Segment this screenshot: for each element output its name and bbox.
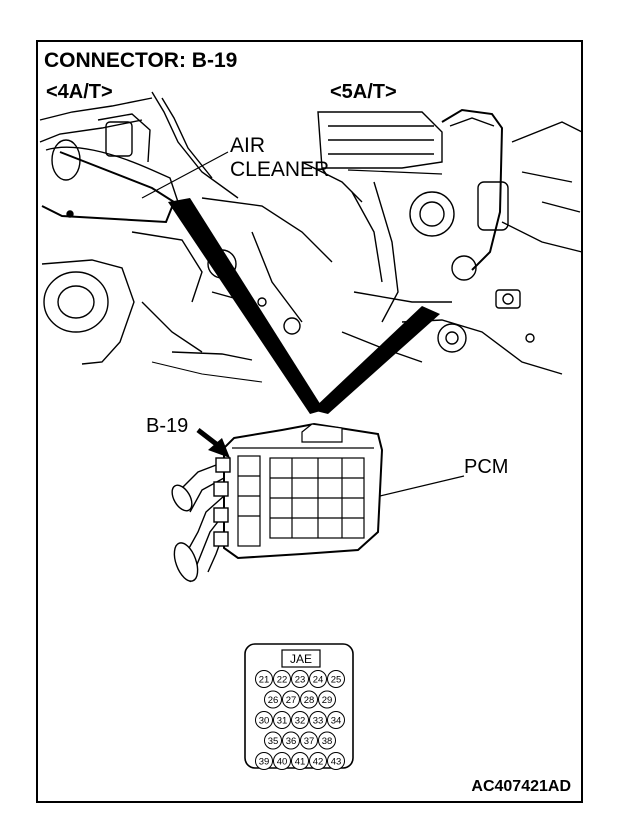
pcm-module (171, 422, 384, 583)
connector-pin-number: 32 (295, 716, 306, 727)
connector-callout-label: B-19 (146, 415, 189, 437)
callout-wedge-5at (312, 306, 440, 414)
connector-pin: 28 (300, 690, 318, 709)
connector-pin-number: 27 (286, 695, 297, 706)
connector-pin-circle (318, 731, 336, 750)
pcm-leader (379, 475, 465, 497)
connector-pin-number: 35 (268, 736, 279, 747)
connector-pin: 40 (273, 752, 291, 770)
connector-pin-circle (309, 670, 327, 688)
connector-pin-number: 34 (331, 716, 342, 727)
connector-pin: 37 (300, 731, 318, 750)
connector-pin-number: 24 (313, 675, 324, 686)
connector-pin: 30 (255, 711, 273, 729)
connector-pin-number: 26 (268, 695, 279, 706)
connector-pin-number: 30 (259, 716, 270, 727)
connector-pin-circle (255, 752, 273, 770)
engine-bay-illustration: JAE 21 22 23 24 25 26 27 28 29 30 31 32 33 34 35 36 37 38… (39, 91, 583, 770)
connector-pin-circle (327, 711, 345, 729)
connector-pin-circle (264, 690, 282, 709)
connector-pin-number: 39 (259, 757, 270, 768)
connector-pin-number: 41 (295, 757, 306, 768)
variant-label-5at: <5A/T> (330, 81, 397, 103)
connector-pin-circle (273, 670, 291, 688)
connector-pin-circle (255, 670, 273, 688)
air-cleaner-label-line2: CLEANER (230, 158, 330, 181)
connector-pin: 29 (318, 690, 336, 709)
connector-pin: 33 (309, 711, 327, 729)
page-title: CONNECTOR: B-19 (44, 49, 238, 72)
callout-wedge-4at (168, 198, 324, 414)
diagram-frame: JAE 21 22 23 24 25 26 27 28 29 30 31 32 33 34 35 36 37 38… (36, 40, 583, 803)
connector-pin-number: 42 (313, 757, 324, 768)
connector-pin: 36 (282, 731, 300, 750)
connector-pin-number: 37 (304, 736, 315, 747)
connector-pin-number: 25 (331, 675, 342, 686)
connector-pin-number: 43 (331, 757, 342, 768)
connector-pin-number: 28 (304, 695, 315, 706)
connector-pin-circle (318, 690, 336, 709)
connector-pin: 26 (264, 690, 282, 709)
connector-pin-circle (282, 731, 300, 750)
b19-arrow (196, 428, 230, 458)
connector-maker-label: JAE (290, 652, 312, 666)
connector-pin-circle (273, 711, 291, 729)
connector-pin-circle (273, 752, 291, 770)
connector-pin-grid: 21 22 23 24 25 26 27 28 29 30 31 32 33 34 35 36 37 38 39 40… (255, 670, 345, 770)
figure-code: AC407421AD (471, 778, 571, 795)
connector-pin: 27 (282, 690, 300, 709)
connector-pin-number: 36 (286, 736, 297, 747)
pcm-label: PCM (464, 456, 509, 478)
connector-pin: 21 (255, 670, 273, 688)
connector-pin: 24 (309, 670, 327, 688)
connector-pin-number: 40 (277, 757, 288, 768)
connector-pin-circle (291, 752, 309, 770)
connector-pin-circle (309, 711, 327, 729)
connector-pin-circle (291, 670, 309, 688)
connector-face-diagram: JAE 21 22 23 24 25 26 27 28 29 30 31 32 33 34 35 36 37 38… (244, 643, 354, 770)
connector-pin-circle (300, 690, 318, 709)
connector-pin-number: 29 (322, 695, 333, 706)
connector-pin-number: 31 (277, 716, 288, 727)
connector-pin-number: 22 (277, 675, 288, 686)
connector-pin: 22 (273, 670, 291, 688)
connector-pin: 41 (291, 752, 309, 770)
connector-pin: 35 (264, 731, 282, 750)
connector-pin: 25 (327, 670, 345, 688)
air-cleaner-leaders (141, 151, 443, 199)
connector-pin-circle (327, 752, 345, 770)
connector-pin-circle (264, 731, 282, 750)
connector-pin-circle (309, 752, 327, 770)
variant-label-4at: <4A/T> (46, 81, 113, 103)
connector-pin-number: 21 (259, 675, 270, 686)
connector-pin-circle (291, 711, 309, 729)
connector-pin-number: 33 (313, 716, 324, 727)
connector-pin-circle (282, 690, 300, 709)
connector-pin: 42 (309, 752, 327, 770)
connector-pin-number: 23 (295, 675, 306, 686)
connector-pin: 32 (291, 711, 309, 729)
connector-pin-circle (300, 731, 318, 750)
connector-pin-circle (255, 711, 273, 729)
connector-pin: 23 (291, 670, 309, 688)
air-cleaner-label: AIR CLEANER (230, 134, 329, 182)
connector-pin-circle (327, 670, 345, 688)
connector-pin: 34 (327, 711, 345, 729)
connector-pin: 38 (318, 731, 336, 750)
connector-pin: 39 (255, 752, 273, 770)
connector-pin: 31 (273, 711, 291, 729)
connector-pin: 43 (327, 752, 345, 770)
air-cleaner-label-line1: AIR (230, 134, 266, 157)
connector-pin-number: 38 (322, 736, 333, 747)
